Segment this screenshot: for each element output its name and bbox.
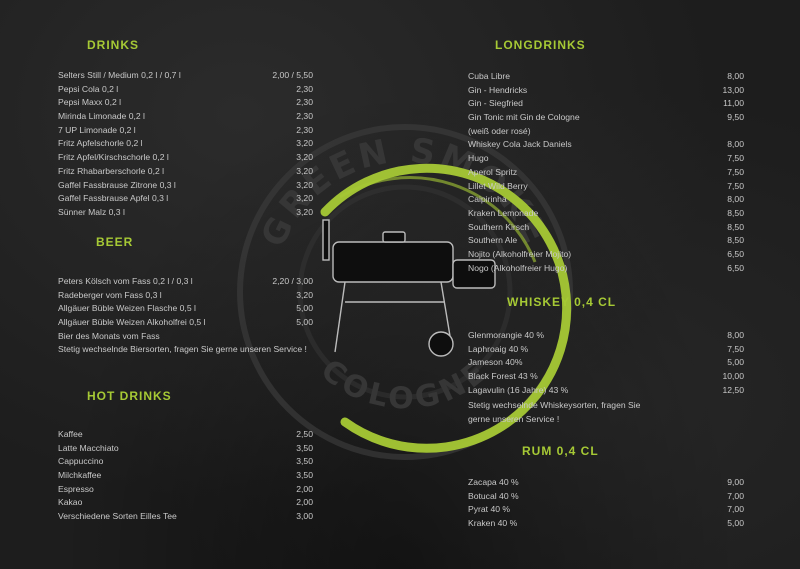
list-item: Botucal 40 %7,00 [468, 490, 744, 501]
beer-heading: BEER [96, 235, 134, 249]
longdrinks-heading: LONGDRINKS [495, 38, 586, 52]
list-item: Pyrat 40 %7,00 [468, 504, 744, 515]
list-item: Nojito (Alkoholfreier Mojito)6,50 [468, 248, 744, 259]
list-item: Lagavulin (16 Jahre) 43 %12,50 [468, 384, 744, 395]
list-item: Jameson 40%5,00 [468, 357, 744, 368]
list-item: Bier des Monats vom Fass [58, 330, 160, 341]
list-item: Black Forest 43 %10,00 [468, 371, 744, 382]
list-item: Zacapa 40 %9,00 [468, 477, 744, 487]
list-item: Stetig wechselnde Biersorten, fragen Sie… [58, 344, 307, 355]
list-item: Nogo (Alkoholfreier Hugo)6,50 [468, 262, 744, 273]
list-item: Glenmorangie 40 %8,00 [468, 330, 744, 340]
whiskey-list: Glenmorangie 40 %8,00 Laphroaig 40 %7,50… [468, 330, 744, 398]
smoker-grill-logo: GREEN SMOKE COLOGNE [237, 124, 573, 460]
whiskey-heading: WHISKEY 0,4 CL [507, 295, 617, 309]
list-item: Kraken 40 %5,00 [468, 518, 744, 529]
rum-list: Zacapa 40 %9,00 Botucal 40 %7,00 Pyrat 4… [468, 477, 744, 532]
list-item: (weiß oder rosé) [468, 125, 531, 136]
whiskey-note-line2: gerne unseren Service ! [468, 414, 560, 424]
hot-drinks-heading: HOT DRINKS [87, 389, 172, 403]
rum-heading: RUM 0,4 CL [522, 444, 599, 458]
drinks-heading: DRINKS [87, 38, 140, 52]
list-item: Laphroaig 40 %7,50 [468, 343, 744, 354]
whiskey-note-line1: Stetig wechselnde Whiskeysorten, fragen … [468, 400, 641, 410]
